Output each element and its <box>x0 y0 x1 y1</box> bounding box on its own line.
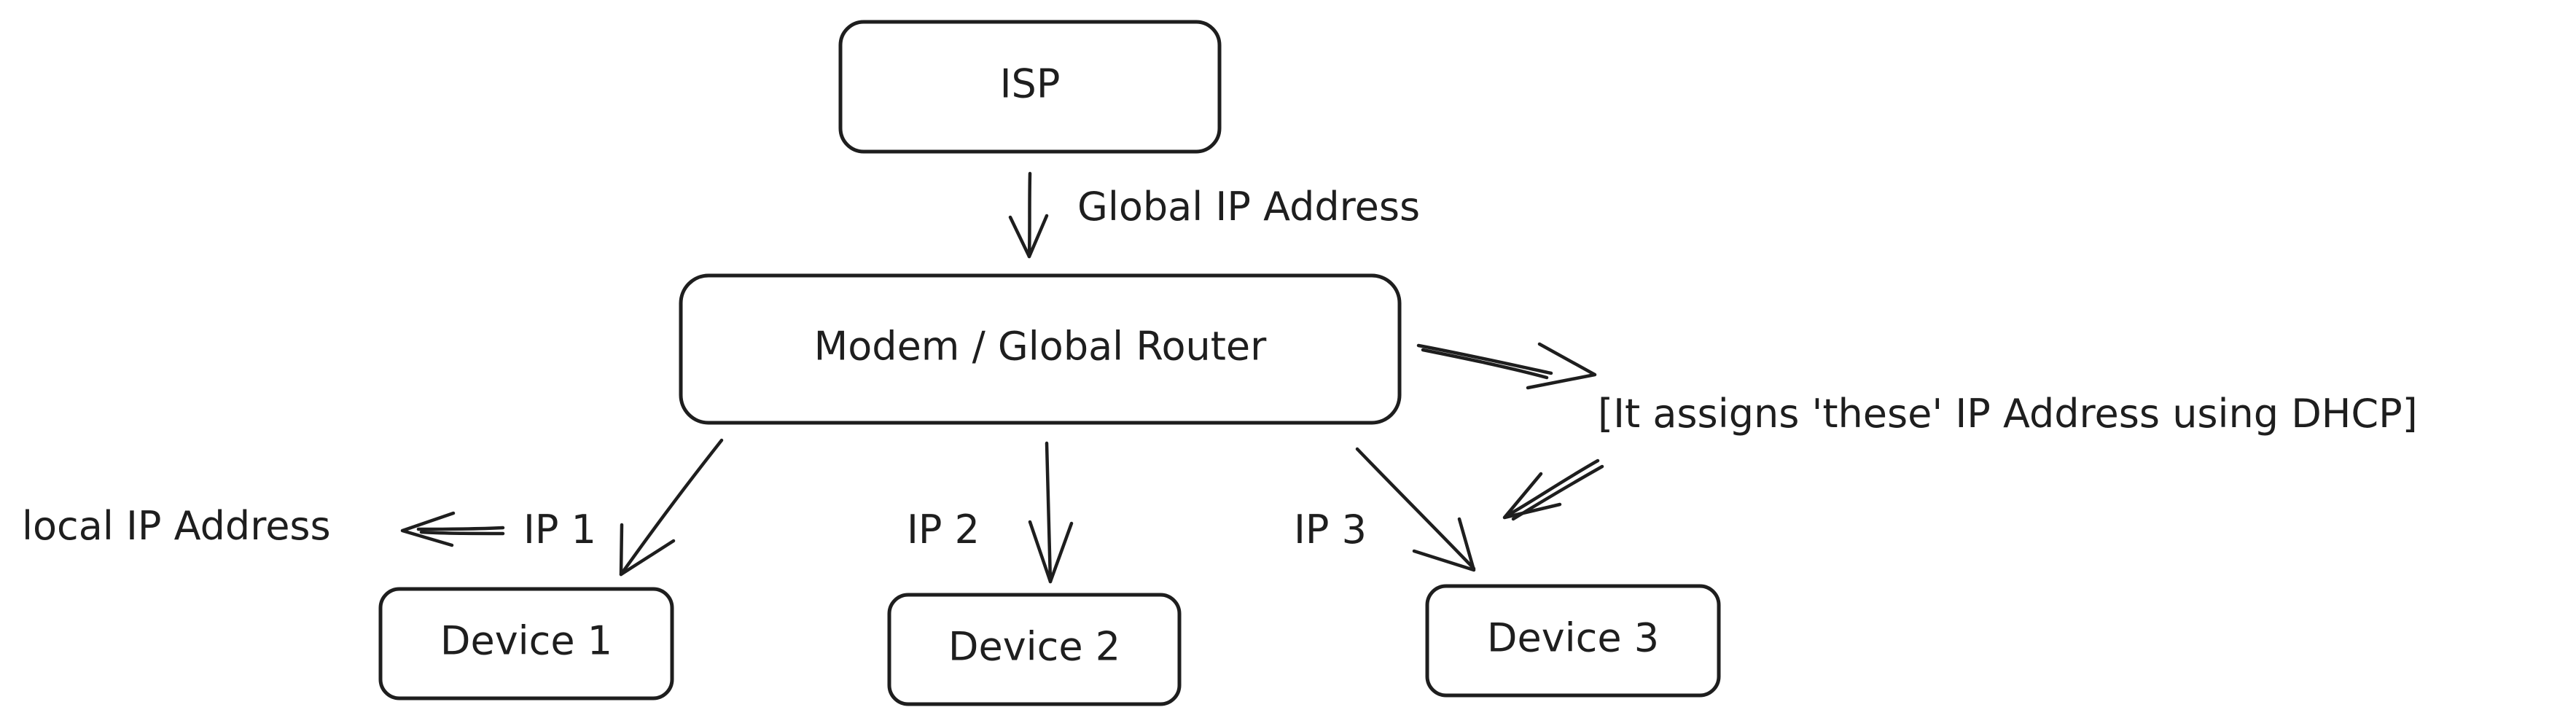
node-isp-box <box>838 20 1222 154</box>
node-isp[interactable]: ISP <box>838 20 1222 154</box>
node-isp-label: ISP <box>1000 61 1061 107</box>
arrow-ip1-to-local-ip <box>400 511 505 547</box>
node-device-2[interactable]: Device 2 <box>887 593 1182 706</box>
node-device-3[interactable]: Device 3 <box>1425 584 1721 698</box>
node-router-box <box>679 273 1402 425</box>
arrow-router-to-dhcp-note <box>1416 342 1597 390</box>
node-router[interactable]: Modem / Global Router <box>679 273 1402 425</box>
node-device-3-label: Device 3 <box>1487 615 1659 661</box>
label-global-ip-address: Global IP Address <box>1077 184 1420 230</box>
label-ip-3: IP 3 <box>1294 507 1367 553</box>
node-device-2-label: Device 2 <box>948 624 1120 670</box>
label-local-ip-address: local IP Address <box>22 503 331 549</box>
node-device-1[interactable]: Device 1 <box>378 587 674 700</box>
node-router-label: Modem / Global Router <box>814 324 1267 370</box>
arrow-isp-to-router <box>1008 171 1049 259</box>
label-dhcp-note: [It assigns 'these' IP Address using DHC… <box>1598 391 2418 437</box>
label-ip-2: IP 2 <box>907 507 980 553</box>
label-ip-1: IP 1 <box>523 507 596 553</box>
arrow-router-to-device-2 <box>1028 441 1074 584</box>
arrow-router-to-device-3 <box>1355 447 1476 572</box>
node-device-1-label: Device 1 <box>440 618 612 664</box>
arrow-dhcp-note-to-device-3 <box>1502 458 1604 521</box>
node-device-3-box <box>1425 584 1721 698</box>
arrow-router-to-device-1 <box>619 438 724 577</box>
node-device-1-box <box>378 587 674 700</box>
node-device-2-box <box>887 593 1182 706</box>
